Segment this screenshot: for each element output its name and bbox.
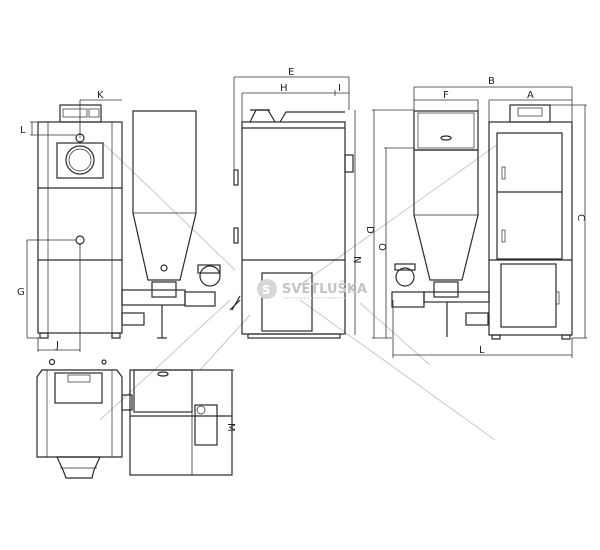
dim-label-f: F: [443, 90, 449, 101]
dim-label-i: I: [338, 83, 341, 94]
top-dimensions: M: [225, 369, 236, 475]
top-view: [36, 358, 233, 479]
dim-label-g: G: [17, 287, 25, 298]
dim-label-a: A: [527, 90, 534, 101]
watermark-logo: S SVĚTLUŠKA: [257, 279, 367, 299]
watermark-lines: [99, 142, 498, 441]
front-view: [37, 104, 241, 339]
dim-label-e: E: [288, 67, 294, 78]
dim-label-l: L: [20, 125, 26, 136]
dim-label-n: N: [351, 256, 362, 263]
dim-label-k: K: [97, 90, 104, 101]
side-dimensions: E H I N: [233, 67, 362, 335]
dim-label-c: C: [575, 214, 586, 221]
dim-label-b: B: [488, 76, 495, 87]
hopper-side-dimensions: B F A C D O L: [364, 76, 587, 358]
front-dimensions: K L G J: [17, 90, 122, 352]
dim-label-j: J: [55, 340, 59, 351]
logo-emblem-letter: S: [262, 283, 271, 297]
dim-label-o: O: [376, 243, 387, 251]
side-view: [231, 109, 354, 339]
logo-brand-text: SVĚTLUŠKA: [282, 281, 367, 297]
hopper-side-view: [391, 104, 573, 340]
dim-label-h: H: [280, 83, 288, 94]
dim-label-m: M: [225, 423, 236, 432]
dim-label-l2: L: [479, 345, 485, 356]
logo-emblem-icon: [257, 279, 277, 299]
dim-label-d: D: [364, 226, 375, 234]
